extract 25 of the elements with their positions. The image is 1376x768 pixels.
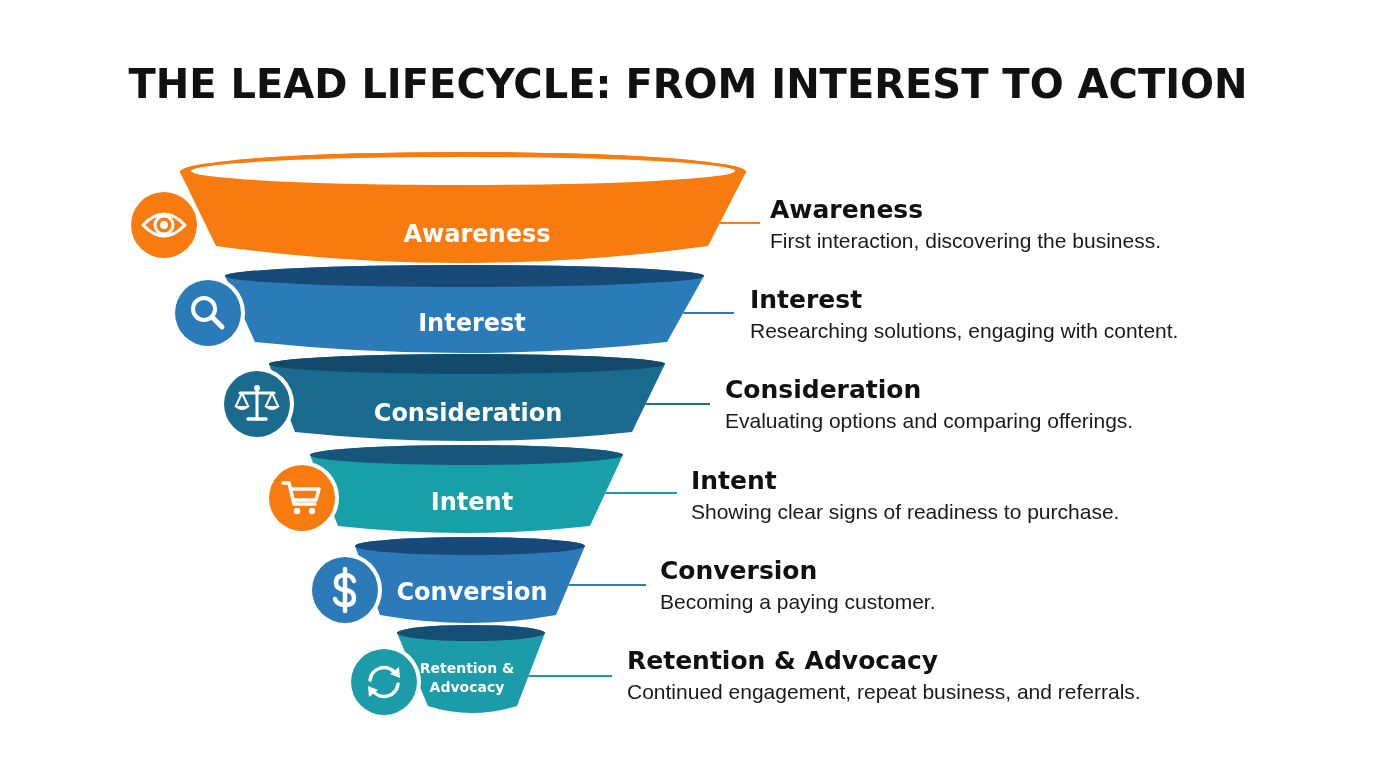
segment-label: Awareness [403,219,551,250]
stage-description: Continued engagement, repeat business, and referrals. [627,679,1141,705]
stage-description: Showing clear signs of readiness to purchase. [691,499,1120,525]
segment-label: Intent [430,487,514,518]
segment-label: Conversion [396,577,548,608]
leader-line [682,312,735,314]
segment-label: Retention & Advocacy [418,659,516,697]
stage-heading: Awareness [770,194,924,225]
stage-description: Researching solutions, engaging with content. [750,318,1179,344]
leader-line [644,403,711,405]
leader-line [718,222,761,224]
stage-heading: Consideration [725,374,922,405]
segment-label: Interest [418,308,526,339]
stage-description: Evaluating options and comparing offerings. [725,408,1134,434]
leader-line [567,584,647,586]
segment-label: Consideration [373,398,563,429]
stage-heading: Conversion [660,555,818,586]
title: THE LEAD LIFECYCLE: FROM INTEREST TO ACTION [128,60,1248,108]
stage-heading: Intent [691,465,777,496]
stage-heading: Retention & Advocacy [627,645,939,676]
stage-description: First interaction, discovering the business. [770,228,1161,254]
stage-description: Becoming a paying customer. [660,589,936,615]
stage-heading: Interest [750,284,863,315]
leader-line [527,675,613,677]
leader-line [604,492,678,494]
